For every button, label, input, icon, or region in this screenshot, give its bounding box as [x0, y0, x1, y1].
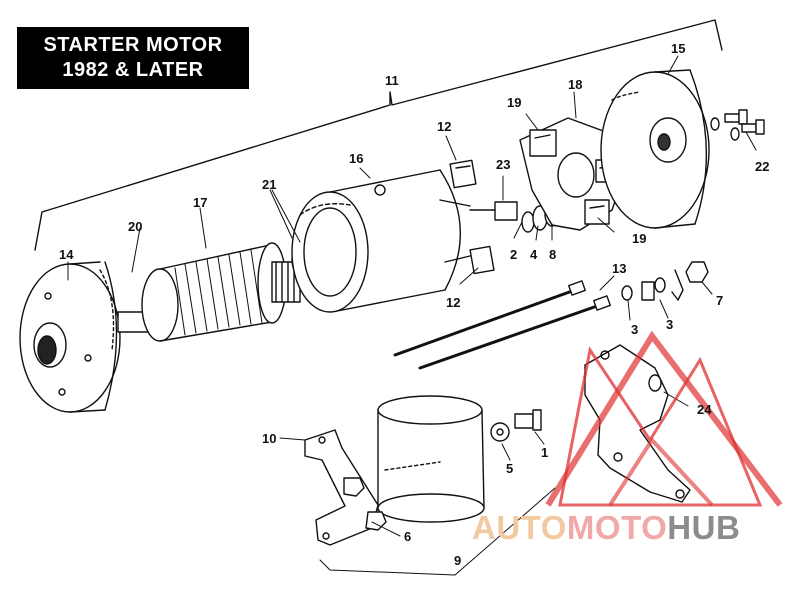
title-line-2: 1982 & LATER [62, 59, 204, 81]
callout-15: 15 [671, 41, 686, 56]
callout-20: 20 [128, 219, 143, 234]
callout-1: 1 [541, 445, 549, 460]
callout-23: 23 [496, 157, 511, 172]
callout-3-right: 3 [666, 317, 674, 332]
callout-9: 9 [454, 553, 462, 568]
callout-6: 6 [404, 529, 412, 544]
callout-17: 17 [193, 195, 208, 210]
solenoid-housing-9 [377, 395, 485, 523]
callout-10: 10 [262, 431, 277, 446]
field-frame-16 [291, 169, 471, 313]
end-cover-14 [19, 261, 121, 413]
callout-8: 8 [549, 247, 557, 262]
callout-4: 4 [530, 247, 538, 262]
callout-3-left: 3 [631, 322, 639, 337]
callout-22: 22 [755, 159, 770, 174]
callout-14: 14 [59, 247, 74, 262]
callout-5: 5 [506, 461, 514, 476]
watermark-moto: MOTO [566, 509, 668, 546]
watermark-text: AUTOMOTOHUB [472, 510, 740, 546]
watermark-auto: AUTO [472, 509, 567, 546]
watermark-hub: HUB [667, 509, 741, 546]
callout-18: 18 [568, 77, 583, 92]
through-bolts-13 [393, 280, 611, 370]
callout-19-bottom: 19 [632, 231, 647, 246]
bracket-11-line [34, 19, 723, 251]
watermark-logo-icon [545, 330, 783, 507]
callout-12-bottom: 12 [446, 295, 461, 310]
end-cover-15 [600, 69, 710, 229]
mount-bracket-10 [304, 429, 387, 546]
terminal-12-bottom [469, 245, 495, 275]
stud-1 [514, 409, 542, 431]
armature-17 [117, 242, 319, 342]
hardware-3-7 [621, 261, 709, 301]
diagram-title: STARTER MOTOR 1982 & LATER [17, 27, 249, 89]
screws-22 [710, 109, 765, 141]
terminal-12-top [449, 159, 477, 189]
callout-7: 7 [716, 293, 724, 308]
callout-16: 16 [349, 151, 364, 166]
leader-lines [67, 55, 757, 576]
callout-12-top: 12 [437, 119, 452, 134]
callout-13: 13 [612, 261, 627, 276]
callout-11: 11 [385, 73, 399, 88]
title-line-1: STARTER MOTOR [43, 34, 223, 56]
lock-washer-5 [490, 422, 510, 442]
callout-21: 21 [262, 177, 277, 192]
callout-24: 24 [697, 402, 712, 417]
callout-19-top: 19 [507, 95, 522, 110]
callout-2: 2 [510, 247, 518, 262]
